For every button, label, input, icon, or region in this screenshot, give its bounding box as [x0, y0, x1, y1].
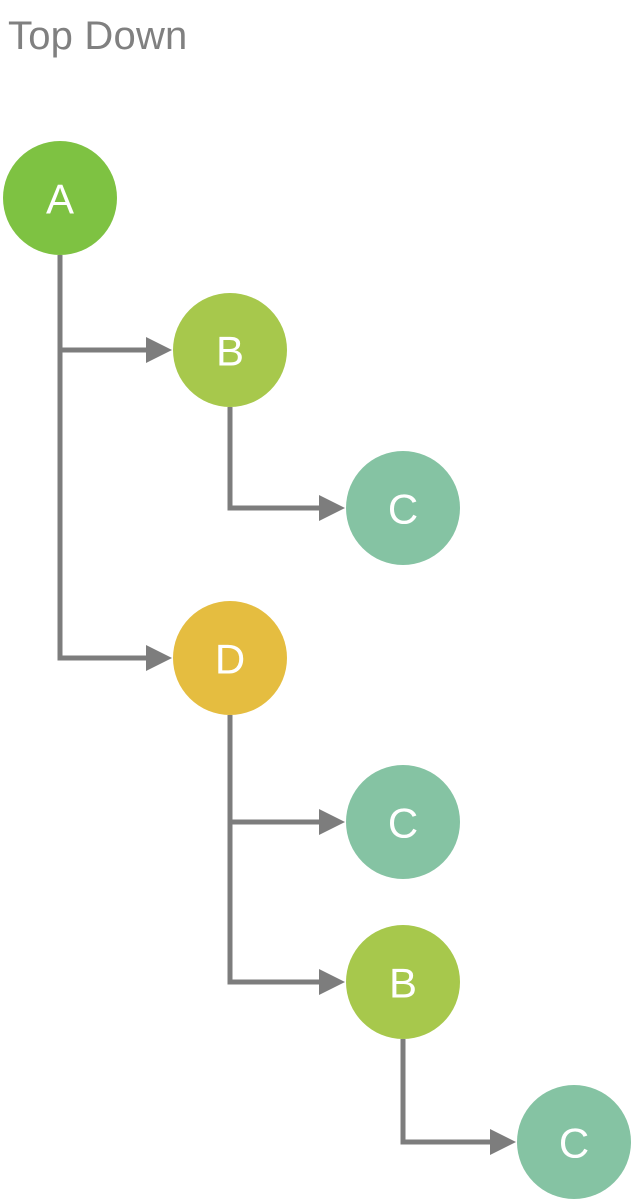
node-label: C: [388, 800, 418, 847]
node-label: A: [46, 176, 74, 223]
arrowhead-icon: [319, 495, 345, 521]
node-circle[interactable]: [3, 141, 117, 255]
arrowhead-icon: [146, 337, 172, 363]
node-n5-C[interactable]: C: [346, 765, 460, 879]
node-label: B: [216, 328, 244, 375]
arrowhead-icon: [319, 969, 345, 995]
arrowhead-icon: [146, 645, 172, 671]
node-circle[interactable]: [517, 1085, 631, 1199]
node-circle[interactable]: [346, 925, 460, 1039]
node-circle[interactable]: [173, 601, 287, 715]
node-n1-A[interactable]: A: [3, 141, 117, 255]
edge-n1-to-n4: [57, 255, 166, 661]
node-label: B: [389, 960, 417, 1007]
node-circle[interactable]: [346, 765, 460, 879]
node-circle[interactable]: [346, 451, 460, 565]
arrowhead-icon: [319, 809, 345, 835]
node-n7-C[interactable]: C: [517, 1085, 631, 1199]
node-n2-B[interactable]: B: [173, 293, 287, 407]
edge-n4-to-n6: [227, 715, 339, 985]
node-circle[interactable]: [173, 293, 287, 407]
edge-n6-to-n7: [400, 1039, 510, 1145]
node-label: D: [215, 636, 245, 683]
edges-layer: [57, 255, 516, 1155]
edge-n2-to-n3: [227, 407, 339, 511]
edge-n1-to-n2: [57, 255, 166, 353]
node-n3-C[interactable]: C: [346, 451, 460, 565]
node-n4-D[interactable]: D: [173, 601, 287, 715]
node-label: C: [388, 486, 418, 533]
node-n6-B[interactable]: B: [346, 925, 460, 1039]
edge-n4-to-n5: [227, 715, 339, 825]
nodes-layer: A B C D C B C: [3, 141, 631, 1199]
arrowhead-icon: [490, 1129, 516, 1155]
page-title: Top Down: [8, 14, 188, 58]
node-label: C: [559, 1120, 589, 1167]
